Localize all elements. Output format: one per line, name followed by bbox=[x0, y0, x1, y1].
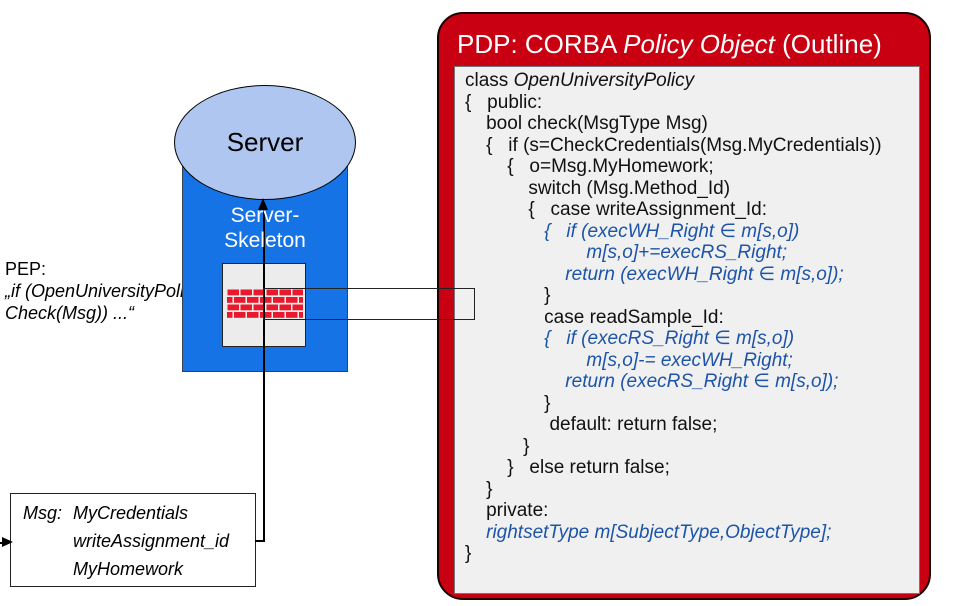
server-skeleton-label: Server- Skeleton bbox=[224, 204, 306, 252]
text-segment bbox=[465, 221, 544, 242]
text-segment: { case writeAssignment_Id: bbox=[465, 199, 768, 220]
text-segment: bool check(MsgType Msg) bbox=[465, 113, 708, 134]
server-ellipse: Server bbox=[174, 85, 356, 200]
msg-item-homework: MyHomework bbox=[73, 559, 184, 579]
text-segment: PDP: CORBA bbox=[457, 29, 624, 59]
text-segment: } else return false; bbox=[465, 457, 670, 478]
text-segment: } bbox=[465, 392, 551, 414]
text-segment: return (execRS_Right ∈ m[s,o]); bbox=[465, 371, 839, 392]
code-line: class OpenUniversityPolicy bbox=[465, 70, 919, 92]
server-label: Server bbox=[226, 127, 304, 157]
pep-code-line-1: „if (OpenUniversityPolicy. bbox=[5, 281, 206, 301]
pdp-panel: PDP: CORBA Policy Object (Outline) class… bbox=[437, 12, 931, 600]
msg-item-method: writeAssignment_id bbox=[73, 531, 230, 551]
text-segment: rightsetType m[SubjectType,ObjectType]; bbox=[465, 521, 832, 543]
code-line: rightsetType m[SubjectType,ObjectType]; bbox=[465, 522, 919, 544]
firewall-bricks-icon bbox=[227, 289, 303, 319]
code-line: switch (Msg.Method_Id) bbox=[465, 178, 919, 200]
text-segment: m[s,o]-= execWH_Right; bbox=[465, 349, 793, 371]
code-line: { o=Msg.MyHomework; bbox=[465, 156, 919, 178]
text-segment: m[s,o]+=execRS_Right; bbox=[465, 242, 788, 263]
code-line: case readSample_Id: bbox=[465, 307, 919, 329]
code-line: default: return false; bbox=[465, 414, 919, 436]
code-line: } else return false; bbox=[465, 457, 919, 479]
code-line: private: bbox=[465, 500, 919, 522]
code-line: { public: bbox=[465, 92, 919, 114]
code-line: return (execRS_Right ∈ m[s,o]); bbox=[465, 371, 919, 393]
text-segment: } bbox=[465, 285, 551, 306]
text-segment: OpenUniversityPolicy bbox=[513, 70, 695, 91]
message-flow-line bbox=[263, 205, 265, 541]
message-flow-line-jog bbox=[255, 540, 265, 542]
pep-label-title: PEP: bbox=[5, 259, 47, 279]
text-segment: switch (Msg.Method_Id) bbox=[465, 177, 731, 199]
pdp-title: PDP: CORBA Policy Object (Outline) bbox=[457, 29, 882, 60]
text-segment: private: bbox=[465, 500, 549, 521]
text-segment: { if (execRS_Right ∈ m[s,o]) bbox=[544, 328, 795, 349]
text-segment: (Outline) bbox=[774, 29, 882, 59]
code-line: { if (execWH_Right ∈ m[s,o]) bbox=[465, 221, 919, 243]
text-segment: return (execWH_Right ∈ m[s,o]); bbox=[465, 263, 844, 285]
code-line: } bbox=[465, 479, 919, 501]
pep-code-line-2: Check(Msg)) ...“ bbox=[5, 303, 135, 323]
code-line: m[s,o]+=execRS_Right; bbox=[465, 242, 919, 264]
msg-box: Msg: MyCredentials writeAssignment_id My… bbox=[10, 493, 256, 587]
code-line: bool check(MsgType Msg) bbox=[465, 113, 919, 135]
code-line: { case writeAssignment_Id: bbox=[465, 199, 919, 221]
text-segment: { if (execWH_Right ∈ m[s,o]) bbox=[544, 220, 800, 242]
code-line: { if (s=CheckCredentials(Msg.MyCredentia… bbox=[465, 135, 919, 157]
code-line: { if (execRS_Right ∈ m[s,o]) bbox=[465, 328, 919, 350]
text-segment: } bbox=[465, 478, 493, 500]
pep-pdp-connector bbox=[263, 288, 475, 320]
text-segment: { o=Msg.MyHomework; bbox=[465, 156, 714, 177]
arrow-up-icon bbox=[258, 198, 268, 210]
text-segment: Policy Object bbox=[623, 29, 775, 59]
text-segment bbox=[465, 328, 544, 349]
msg-box-prefix: Msg: bbox=[23, 503, 63, 523]
text-segment: { public: bbox=[465, 91, 543, 113]
msg-item-credentials: MyCredentials bbox=[73, 503, 189, 523]
policy-code-panel: class OpenUniversityPolicy{ public: bool… bbox=[454, 66, 920, 594]
code-line: } bbox=[465, 436, 919, 458]
arrow-right-icon bbox=[2, 537, 13, 547]
pep-label: PEP: „if (OpenUniversityPolicy. Check(Ms… bbox=[5, 258, 220, 324]
text-segment: { if (s=CheckCredentials(Msg.MyCredentia… bbox=[465, 134, 882, 156]
code-line: } bbox=[465, 285, 919, 307]
text-segment: } bbox=[465, 435, 530, 457]
text-segment: } bbox=[465, 543, 472, 564]
text-segment: class bbox=[465, 70, 514, 91]
code-line: } bbox=[465, 543, 919, 565]
text-segment: case readSample_Id: bbox=[465, 306, 724, 328]
text-segment: default: return false; bbox=[465, 414, 718, 435]
code-line: m[s,o]-= execWH_Right; bbox=[465, 350, 919, 372]
code-line: return (execWH_Right ∈ m[s,o]); bbox=[465, 264, 919, 286]
code-line: } bbox=[465, 393, 919, 415]
